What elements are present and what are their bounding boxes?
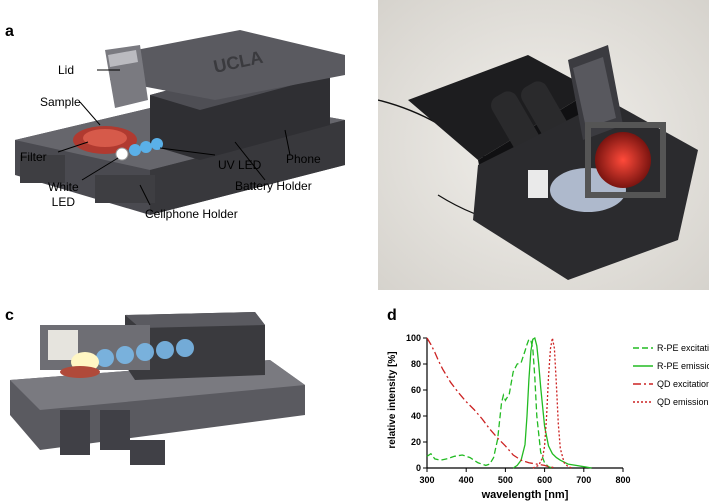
red-sample — [595, 132, 651, 188]
label-battery-holder: Battery Holder — [235, 179, 312, 193]
panel-a-device-rendering: UCLA Lid Sample Filter White LED UV LED … — [0, 0, 380, 240]
series-line-1 — [512, 336, 592, 469]
x-tick-label-2: 500 — [498, 475, 513, 485]
plot-area: 300 400 500 600 700 800 0 20 40 60 80 100 — [406, 333, 631, 485]
device-rendering-a: UCLA — [15, 30, 345, 215]
uv-led-2 — [140, 141, 152, 153]
label-uv-led: UV LED — [218, 158, 262, 172]
y-tick-label-0: 0 — [416, 463, 421, 473]
x-tick-label-3: 600 — [537, 475, 552, 485]
white-led — [115, 147, 129, 161]
label-phone: Phone — [286, 152, 321, 166]
device-photo-b — [378, 0, 709, 290]
uv-led-3 — [151, 138, 163, 150]
legend-label-3: QD emission — [657, 397, 709, 407]
series-line-2 — [426, 337, 557, 469]
cross-section-rendering-c — [10, 312, 305, 465]
y-axis-label: relative intensity [%] — [387, 351, 398, 448]
uv-led-1 — [129, 144, 141, 156]
x-tick-label-5: 800 — [615, 475, 630, 485]
x-tick-label-1: 400 — [459, 475, 474, 485]
y-tick-label-2: 40 — [411, 411, 421, 421]
series-line-0 — [426, 338, 553, 469]
label-cellphone-holder: Cellphone Holder — [145, 207, 238, 221]
label-lid: Lid — [58, 63, 75, 77]
legend-label-0: R-PE excitation — [657, 343, 709, 353]
panel-b-device-photo — [378, 0, 709, 290]
panel-letter-c: c — [5, 307, 14, 324]
y-tick-label-5: 100 — [406, 333, 421, 343]
chart-legend: R-PE excitationR-PE emission QD excitatio… — [633, 343, 709, 407]
panel-letter-d: d — [387, 307, 397, 324]
y-tick-label-1: 20 — [411, 437, 421, 447]
spectra-chart-svg: 300 400 500 600 700 800 0 20 40 60 80 100 relative … — [387, 333, 709, 501]
x-axis-label: wavelength [nm] — [481, 489, 569, 501]
x-tick-label-0: 300 — [419, 475, 434, 485]
y-tick-label-3: 60 — [411, 385, 421, 395]
panel-letter-a: a — [5, 23, 14, 40]
panel-d-spectra-chart: 300 400 500 600 700 800 0 20 40 60 80 100 relative … — [385, 320, 709, 503]
y-tick-label-4: 80 — [411, 359, 421, 369]
label-white-led: White LED — [48, 180, 79, 209]
legend-label-2: QD excitation — [657, 379, 709, 389]
panel-c-cross-section — [0, 300, 380, 503]
series-line-3 — [532, 337, 573, 469]
x-tick-label-4: 700 — [576, 475, 591, 485]
label-filter: Filter — [20, 150, 47, 164]
legend-label-1: R-PE emission — [657, 361, 709, 371]
label-sample: Sample — [40, 95, 81, 109]
